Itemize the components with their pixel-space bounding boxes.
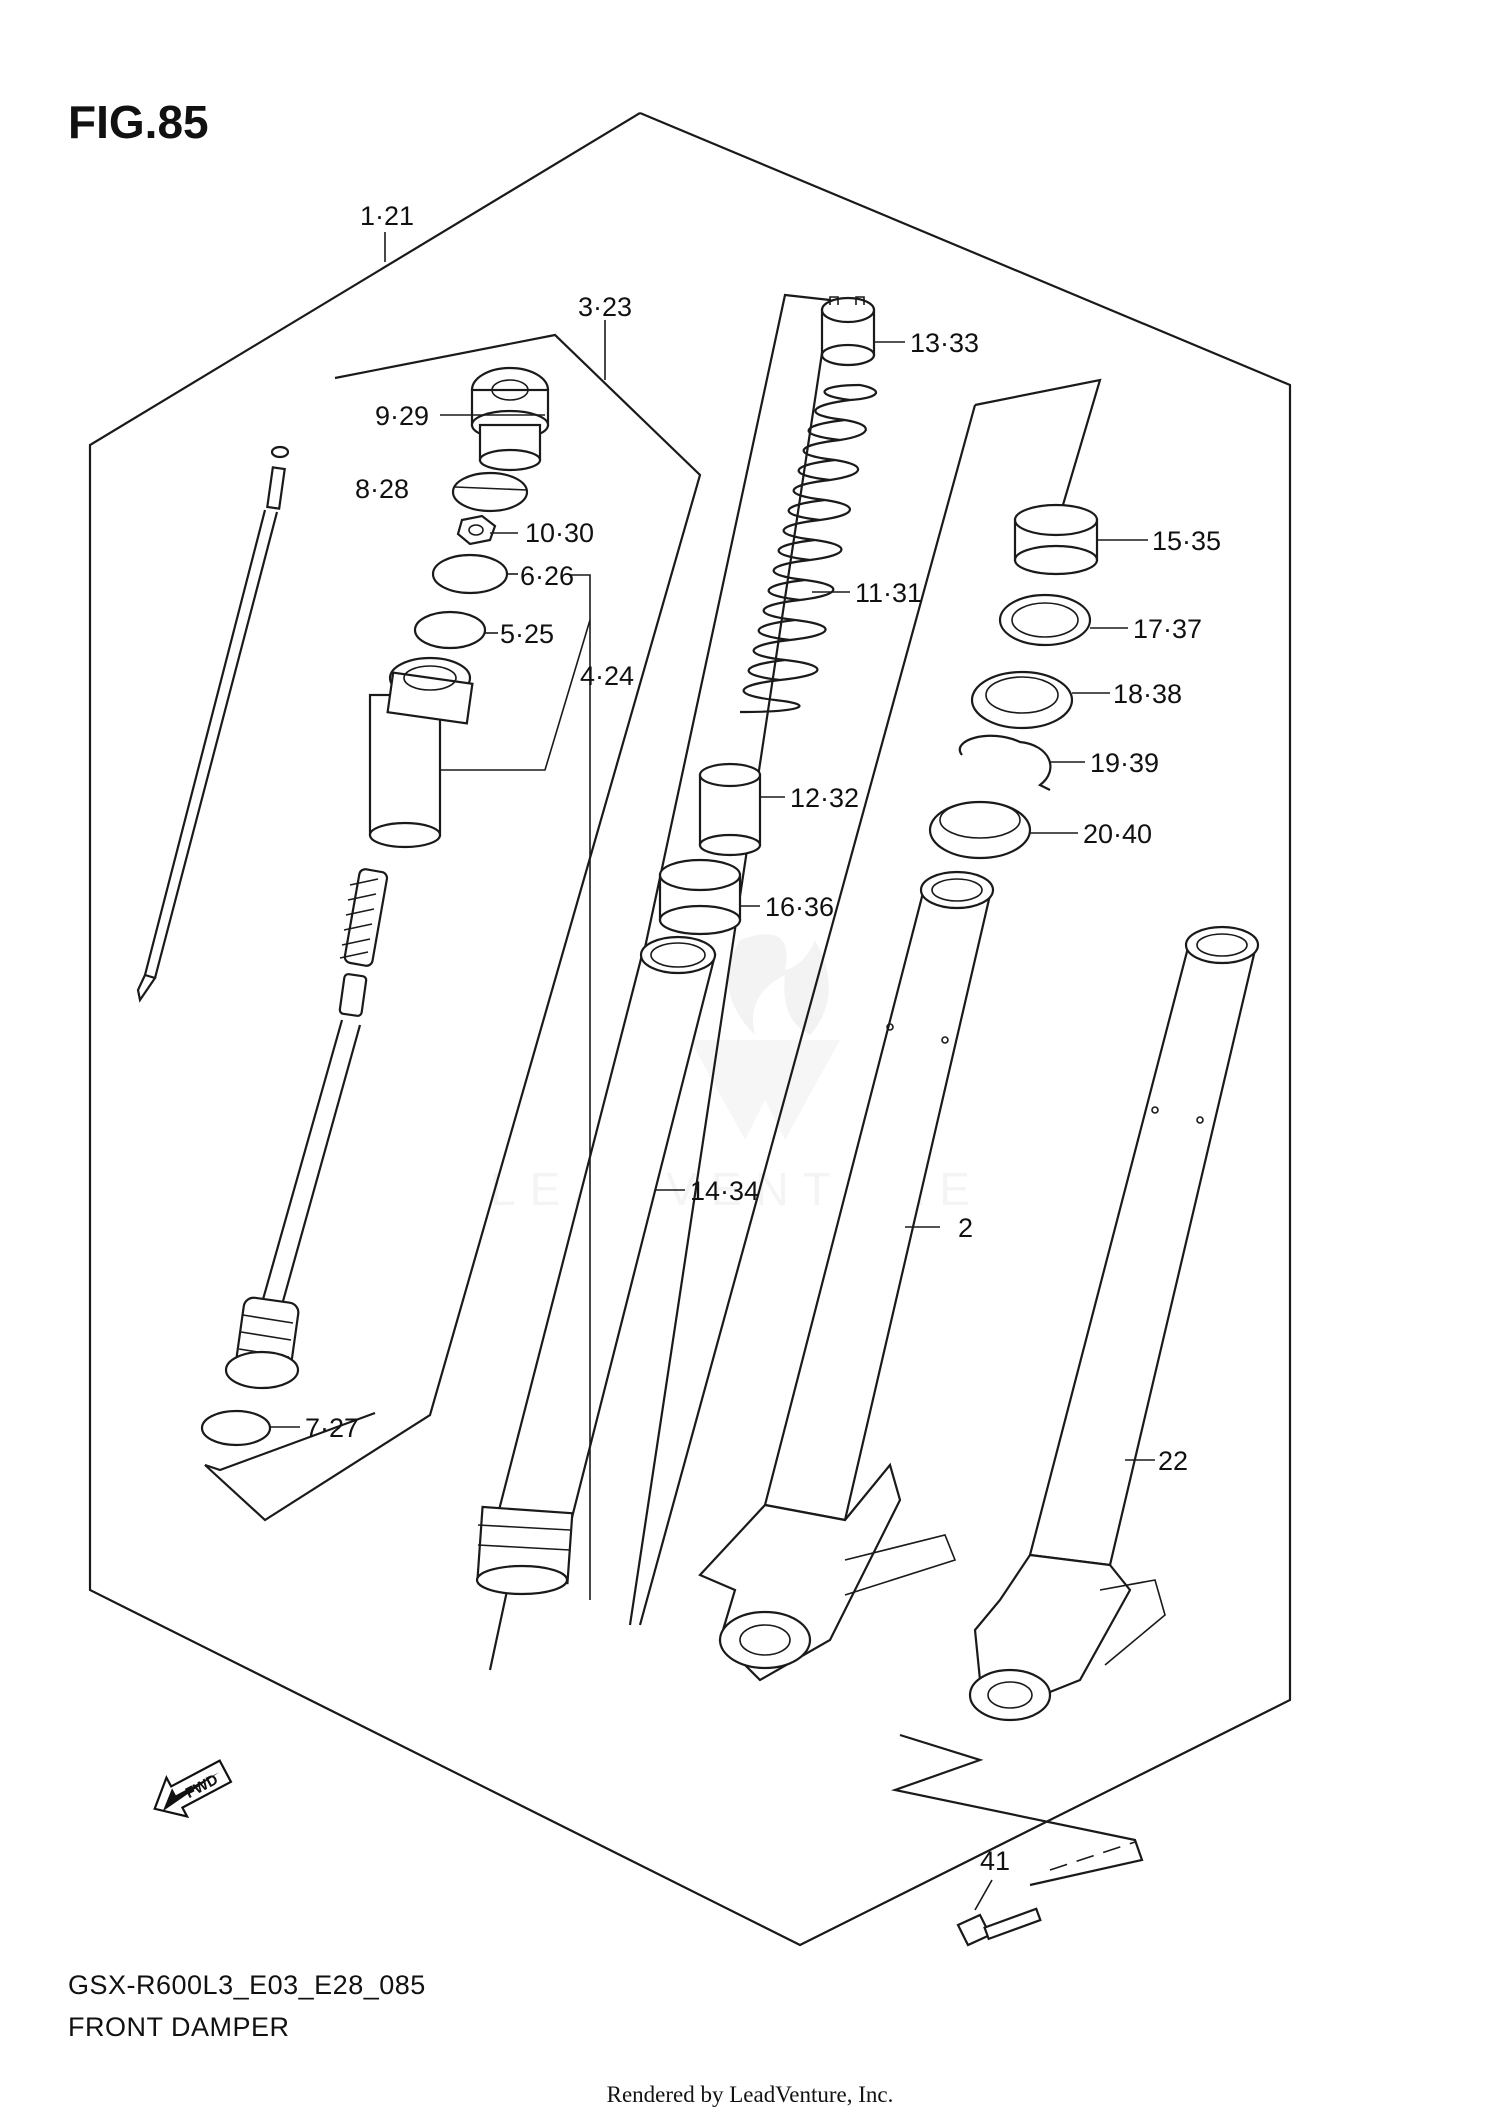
lock-nut (456, 514, 497, 546)
callout-11: 11·31 (855, 578, 922, 608)
outer-tube-right (968, 925, 1260, 1722)
bushing-15 (1013, 503, 1099, 576)
callout-5: 5·25 (500, 619, 554, 649)
stopper-ring (958, 734, 1052, 791)
rebound-spring (339, 868, 389, 967)
callout-17: 17·37 (1133, 614, 1202, 644)
bolt-bracket-outline (890, 1733, 1144, 1887)
cartridge-body (368, 656, 474, 849)
callout-leaders (270, 341, 1155, 1911)
callout-18: 18·38 (1113, 679, 1182, 709)
callout-20: 20·40 (1083, 819, 1152, 849)
callout-12: 12·32 (790, 783, 859, 813)
callout-19: 19·39 (1090, 748, 1159, 778)
callout-2: 2 (958, 1213, 973, 1243)
figure-caption: FRONT DAMPER (68, 2012, 290, 2042)
callout-9: 9·29 (375, 401, 429, 431)
piston-rod (224, 973, 368, 1390)
spring-adjuster (820, 296, 876, 367)
callout-1: 1·21 (360, 201, 414, 231)
o-ring-8 (451, 471, 529, 513)
outer-tube-left (698, 870, 995, 1682)
figure-title: FIG.85 (68, 96, 209, 148)
callout-10: 10·30 (525, 518, 594, 548)
o-ring-6 (431, 553, 509, 595)
ring-5 (413, 610, 487, 650)
axle-bolt (956, 1907, 1042, 1947)
washer-17-inner (1011, 602, 1079, 638)
damper-rod (136, 466, 286, 1003)
oil-seal (970, 670, 1074, 730)
cap-bolt (470, 366, 550, 472)
callout-6: 6·26 (520, 561, 574, 591)
callout-8: 8·28 (355, 474, 409, 504)
right-frame-line (638, 404, 977, 1626)
callout-16: 16·36 (765, 892, 834, 922)
render-credit: Rendered by LeadVenture, Inc. (606, 2082, 894, 2107)
callout-41: 41 (980, 1846, 1010, 1876)
cartridge-frame-outline (204, 333, 702, 1522)
model-code: GSX-R600L3_E03_E28_085 (68, 1970, 426, 2000)
callout-13: 13·33 (910, 328, 979, 358)
assembly-frame-outline (88, 111, 1292, 1947)
bolt-bracket-dash (1049, 1841, 1136, 1871)
fork-spring (739, 383, 878, 714)
callout-14: 14·34 (690, 1176, 759, 1206)
callout-7: 7·27 (305, 1413, 359, 1443)
callout-15: 15·35 (1152, 526, 1221, 556)
ring-7 (200, 1409, 272, 1447)
bushing-16 (658, 858, 742, 936)
callout-3: 3·23 (578, 292, 632, 322)
dust-seal (928, 800, 1032, 860)
right-frame-outline (974, 378, 1102, 516)
forward-arrow-icon: FWD (153, 1759, 233, 1819)
callout-4: 4·24 (580, 661, 634, 691)
inner-tube (475, 935, 717, 1596)
callout-22: 22 (1158, 1446, 1188, 1476)
rod-washer (270, 445, 290, 459)
spacer-collar (698, 762, 762, 857)
